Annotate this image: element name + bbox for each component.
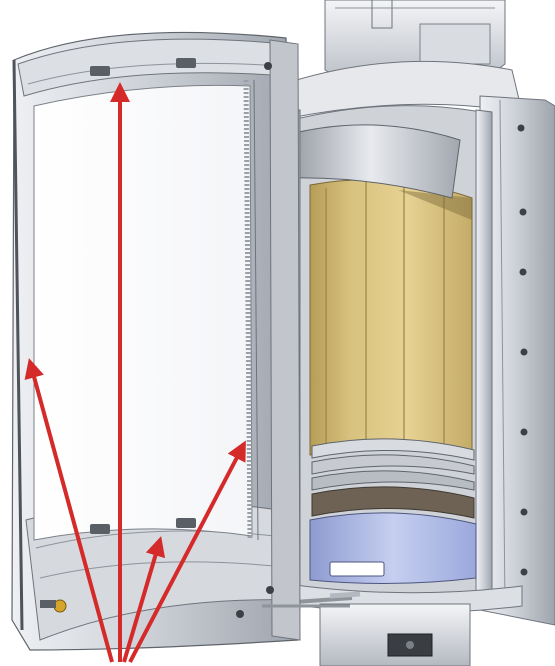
grate-rings xyxy=(311,438,475,519)
door-edge-left xyxy=(12,59,24,631)
chamber-jamb-right xyxy=(475,109,493,607)
hinge-bolt xyxy=(264,62,272,70)
side-panel-bolt xyxy=(520,508,528,516)
door-hinge-strip xyxy=(269,39,301,641)
side-panel-bolt xyxy=(520,428,528,436)
glass-clip xyxy=(90,524,110,534)
side-panel-bolt xyxy=(517,124,525,132)
hinge-bolt xyxy=(236,610,244,618)
baffle-plate xyxy=(281,124,461,199)
side-panel-bolt xyxy=(519,208,527,216)
stove-door xyxy=(11,31,350,651)
callout-arrows xyxy=(24,82,246,663)
door-glass-panel xyxy=(33,84,253,541)
side-panel xyxy=(479,95,555,626)
callout-arrow-right xyxy=(128,440,246,663)
callout-arrow-bottom xyxy=(122,536,166,663)
side-panel-bolt xyxy=(520,348,528,356)
stove-body xyxy=(261,0,555,666)
glass-clip xyxy=(176,518,196,528)
glass-clip xyxy=(176,58,196,68)
firebrick-chamber xyxy=(309,179,473,456)
door-gasket-right xyxy=(243,79,253,541)
hinge-bolt xyxy=(266,586,274,594)
ash-drawer xyxy=(309,512,477,585)
callout-arrow-left xyxy=(24,358,114,663)
side-panel-bolt xyxy=(519,268,527,276)
glass-clip xyxy=(90,66,110,76)
ash-drawer-handle-slot xyxy=(329,561,385,577)
side-panel-bolt xyxy=(520,568,528,576)
